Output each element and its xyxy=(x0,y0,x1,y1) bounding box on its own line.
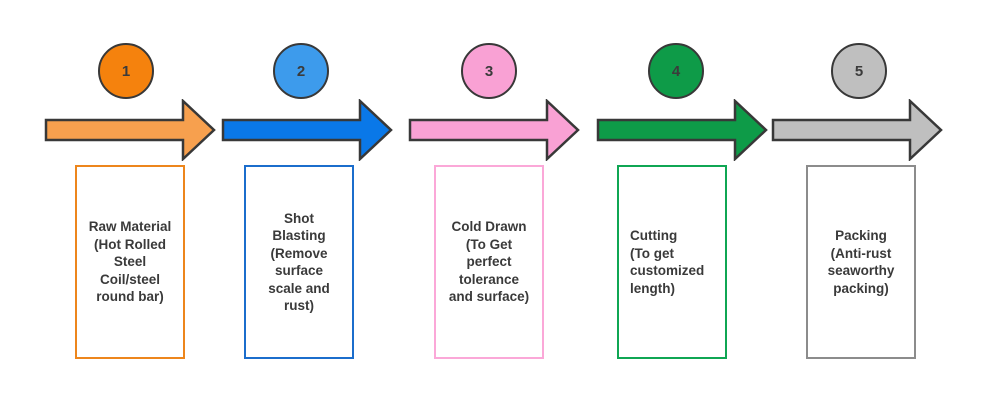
arrow-right-icon xyxy=(771,99,943,161)
step-2-label: Shot Blasting (Remove surface scale and … xyxy=(268,210,330,314)
step-1-label-box: Raw Material (Hot Rolled Steel Coil/stee… xyxy=(75,165,185,359)
step-2-label-box: Shot Blasting (Remove surface scale and … xyxy=(244,165,354,359)
step-4-number: 4 xyxy=(671,62,681,80)
step-5-label: Packing (Anti-rust seaworthy packing) xyxy=(827,228,895,296)
step-2-number-badge: 2 xyxy=(273,43,329,99)
step-1-label: Raw Material (Hot Rolled Steel Coil/stee… xyxy=(88,219,172,305)
step-3-label-box: Cold Drawn (To Get perfect tolerance and… xyxy=(434,165,544,359)
step-2-number: 2 xyxy=(296,62,306,80)
step-3-label: Cold Drawn (To Get perfect tolerance and… xyxy=(448,219,530,305)
arrow-right-icon xyxy=(44,99,216,161)
arrow-right-icon xyxy=(408,99,580,161)
step-3-number-badge: 3 xyxy=(461,43,517,99)
step-4-label: Cutting (To get customized length) xyxy=(630,228,705,296)
step-1-number-badge: 1 xyxy=(98,43,154,99)
arrow-right-icon xyxy=(596,99,768,161)
arrow-right-icon xyxy=(221,99,393,161)
step-5-label-box: Packing (Anti-rust seaworthy packing) xyxy=(806,165,916,359)
step-5-number-badge: 5 xyxy=(831,43,887,99)
step-5-number: 5 xyxy=(854,62,864,80)
step-4-number-badge: 4 xyxy=(648,43,704,99)
step-1-number: 1 xyxy=(121,62,131,80)
step-4-label-box: Cutting (To get customized length) xyxy=(617,165,727,359)
step-3-number: 3 xyxy=(484,62,494,80)
